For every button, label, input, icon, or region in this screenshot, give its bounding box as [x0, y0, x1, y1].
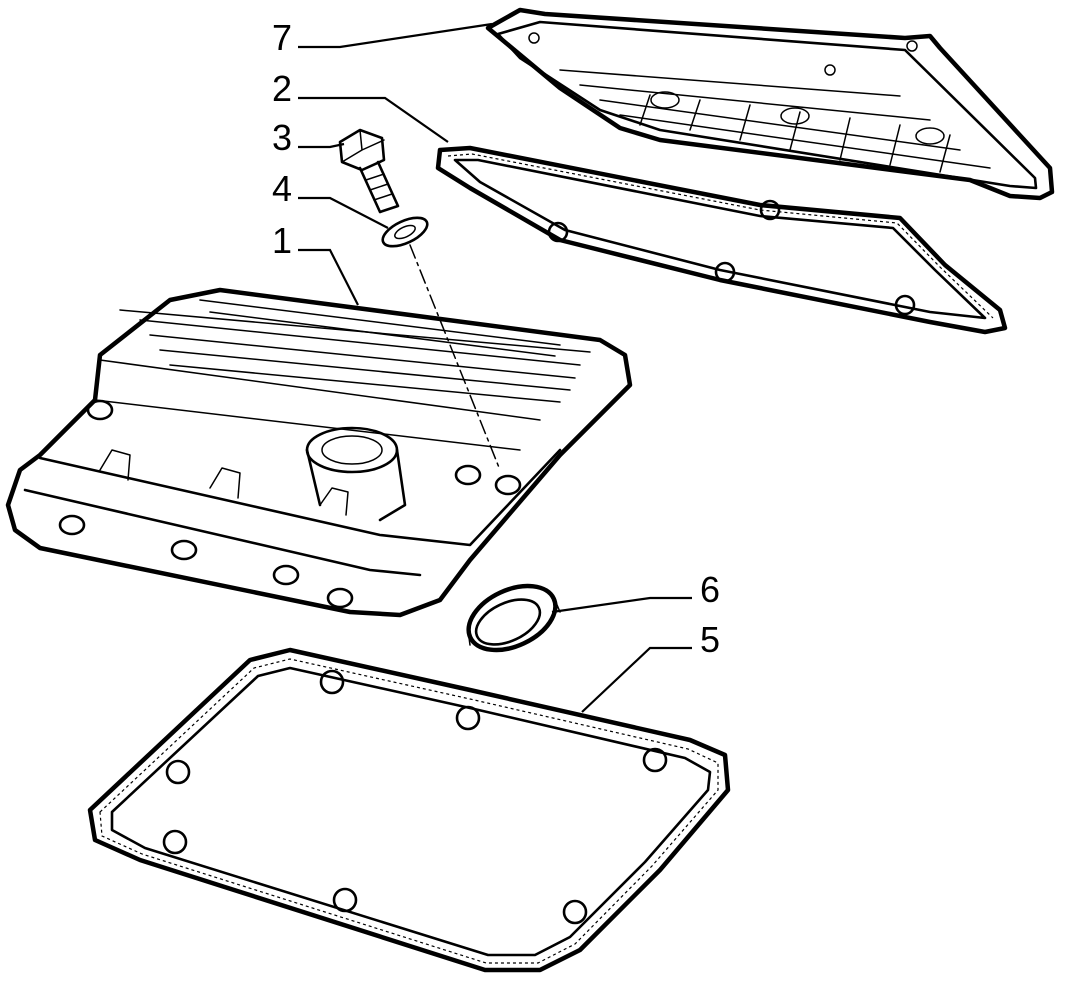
part-2-upper-gasket	[435, 145, 1008, 335]
part-1-valve-cover	[5, 287, 633, 618]
part-5-lower-gasket	[87, 647, 731, 973]
leader-line-1	[298, 248, 359, 306]
leader-line-5	[581, 646, 692, 713]
part-4-washer	[381, 216, 429, 248]
leader-lines	[298, 22, 692, 713]
callout-3: 3	[272, 117, 292, 158]
part-3-bolt	[338, 128, 400, 214]
leader-line-2	[298, 96, 449, 143]
part-7-baffle-plate	[485, 7, 1055, 201]
leader-line-6	[551, 596, 692, 614]
leader-line-7	[298, 22, 493, 49]
callout-labels: 7 2 3 4 1 6 5	[272, 17, 720, 660]
leader-line-3	[298, 142, 345, 149]
callout-6: 6	[700, 569, 720, 610]
leader-line-4	[298, 196, 389, 229]
callout-5: 5	[700, 619, 720, 660]
callout-1: 1	[272, 220, 292, 261]
callout-2: 2	[272, 68, 292, 109]
part-6-seal-ring	[466, 583, 561, 653]
callout-4: 4	[272, 168, 292, 209]
callout-7: 7	[272, 17, 292, 58]
assembly-axis-line	[409, 244, 501, 471]
